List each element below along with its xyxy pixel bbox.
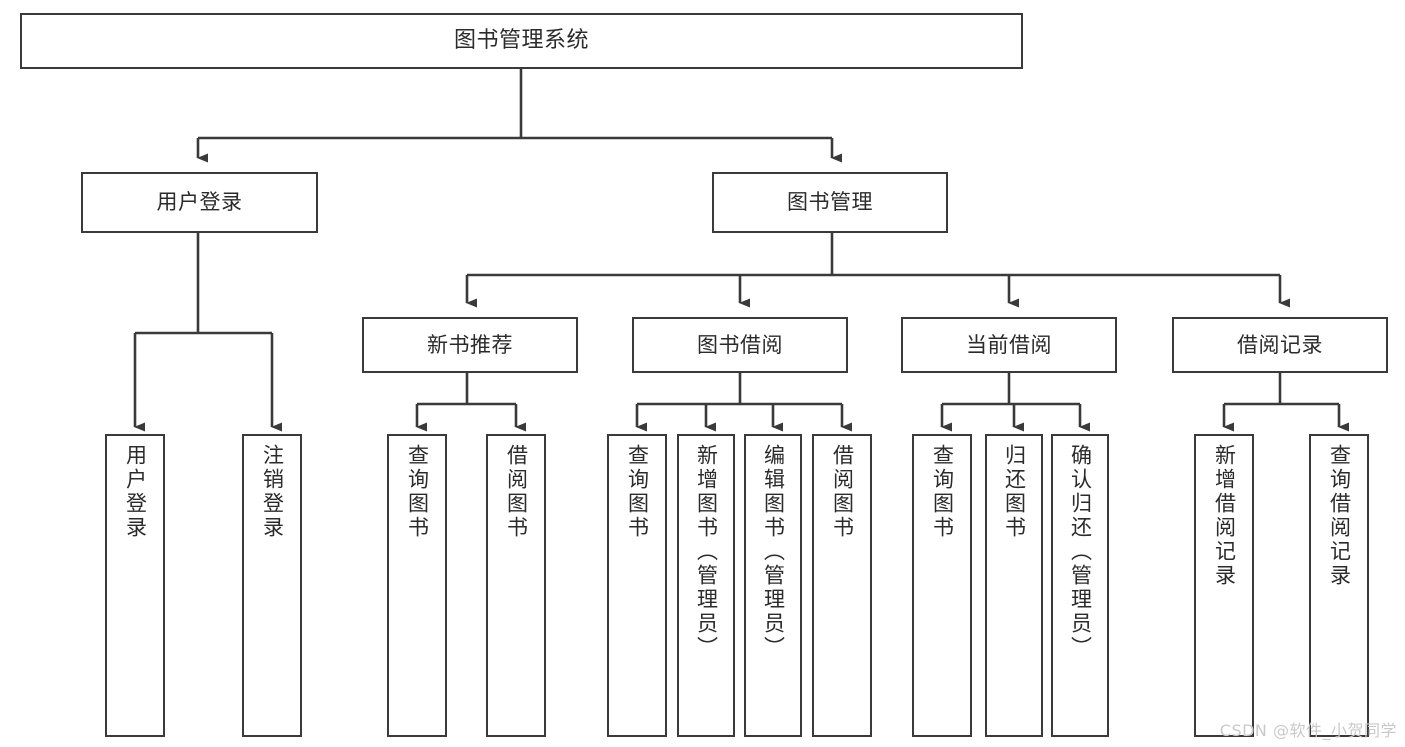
node-current-borrow-label: 当前借阅 xyxy=(966,332,1052,357)
node-leaf-borrow-book-1-label: 借阅图书 xyxy=(504,444,529,540)
node-current-borrow[interactable]: 当前借阅 xyxy=(901,317,1117,373)
node-leaf-query-book-3-label: 查询图书 xyxy=(930,444,955,540)
node-leaf-query-book-2-label: 查询图书 xyxy=(625,444,650,540)
node-book-borrow-label: 图书借阅 xyxy=(697,332,783,357)
node-leaf-query-record[interactable]: 查询借阅记录 xyxy=(1309,434,1369,737)
node-leaf-logout-login[interactable]: 注销登录 xyxy=(242,434,302,737)
node-leaf-user-login-label: 用户登录 xyxy=(123,444,148,540)
node-leaf-borrow-book-2-label: 借阅图书 xyxy=(830,444,855,540)
node-book-manage-label: 图书管理 xyxy=(787,190,873,215)
node-new-book-recommend[interactable]: 新书推荐 xyxy=(362,317,578,373)
node-book-manage[interactable]: 图书管理 xyxy=(712,172,948,233)
node-leaf-query-book-1-label: 查询图书 xyxy=(405,444,430,540)
node-user-login[interactable]: 用户登录 xyxy=(81,172,318,233)
node-leaf-add-record[interactable]: 新增借阅记录 xyxy=(1194,434,1254,737)
node-leaf-query-book-2[interactable]: 查询图书 xyxy=(607,434,667,737)
node-leaf-query-book-1[interactable]: 查询图书 xyxy=(387,434,447,737)
node-leaf-logout-login-label: 注销登录 xyxy=(260,444,285,540)
node-leaf-add-book-label: 新增图书（管理员） xyxy=(694,444,719,660)
node-user-login-label: 用户登录 xyxy=(156,190,243,215)
node-leaf-return-book[interactable]: 归还图书 xyxy=(985,434,1043,737)
node-leaf-confirm-return-label: 确认归还（管理员） xyxy=(1068,444,1093,660)
node-leaf-confirm-return[interactable]: 确认归还（管理员） xyxy=(1051,434,1109,737)
node-root-book-management-system[interactable]: 图书管理系统 xyxy=(20,13,1023,69)
node-leaf-borrow-book-2[interactable]: 借阅图书 xyxy=(812,434,872,737)
node-leaf-edit-book[interactable]: 编辑图书（管理员） xyxy=(744,434,802,737)
node-leaf-query-record-label: 查询借阅记录 xyxy=(1327,444,1352,588)
node-leaf-user-login[interactable]: 用户登录 xyxy=(105,434,165,737)
node-leaf-add-record-label: 新增借阅记录 xyxy=(1212,444,1237,588)
node-borrow-record-label: 借阅记录 xyxy=(1237,332,1323,357)
node-new-book-recommend-label: 新书推荐 xyxy=(427,332,513,357)
node-leaf-add-book[interactable]: 新增图书（管理员） xyxy=(677,434,735,737)
node-leaf-borrow-book-1[interactable]: 借阅图书 xyxy=(486,434,546,737)
node-borrow-record[interactable]: 借阅记录 xyxy=(1172,317,1388,373)
node-leaf-query-book-3[interactable]: 查询图书 xyxy=(912,434,972,737)
node-leaf-return-book-label: 归还图书 xyxy=(1002,444,1027,540)
node-leaf-edit-book-label: 编辑图书（管理员） xyxy=(761,444,786,660)
node-book-borrow[interactable]: 图书借阅 xyxy=(632,317,848,373)
node-root-label: 图书管理系统 xyxy=(453,28,589,54)
csdn-watermark: CSDN @软件_小贺同学 xyxy=(1219,721,1397,740)
